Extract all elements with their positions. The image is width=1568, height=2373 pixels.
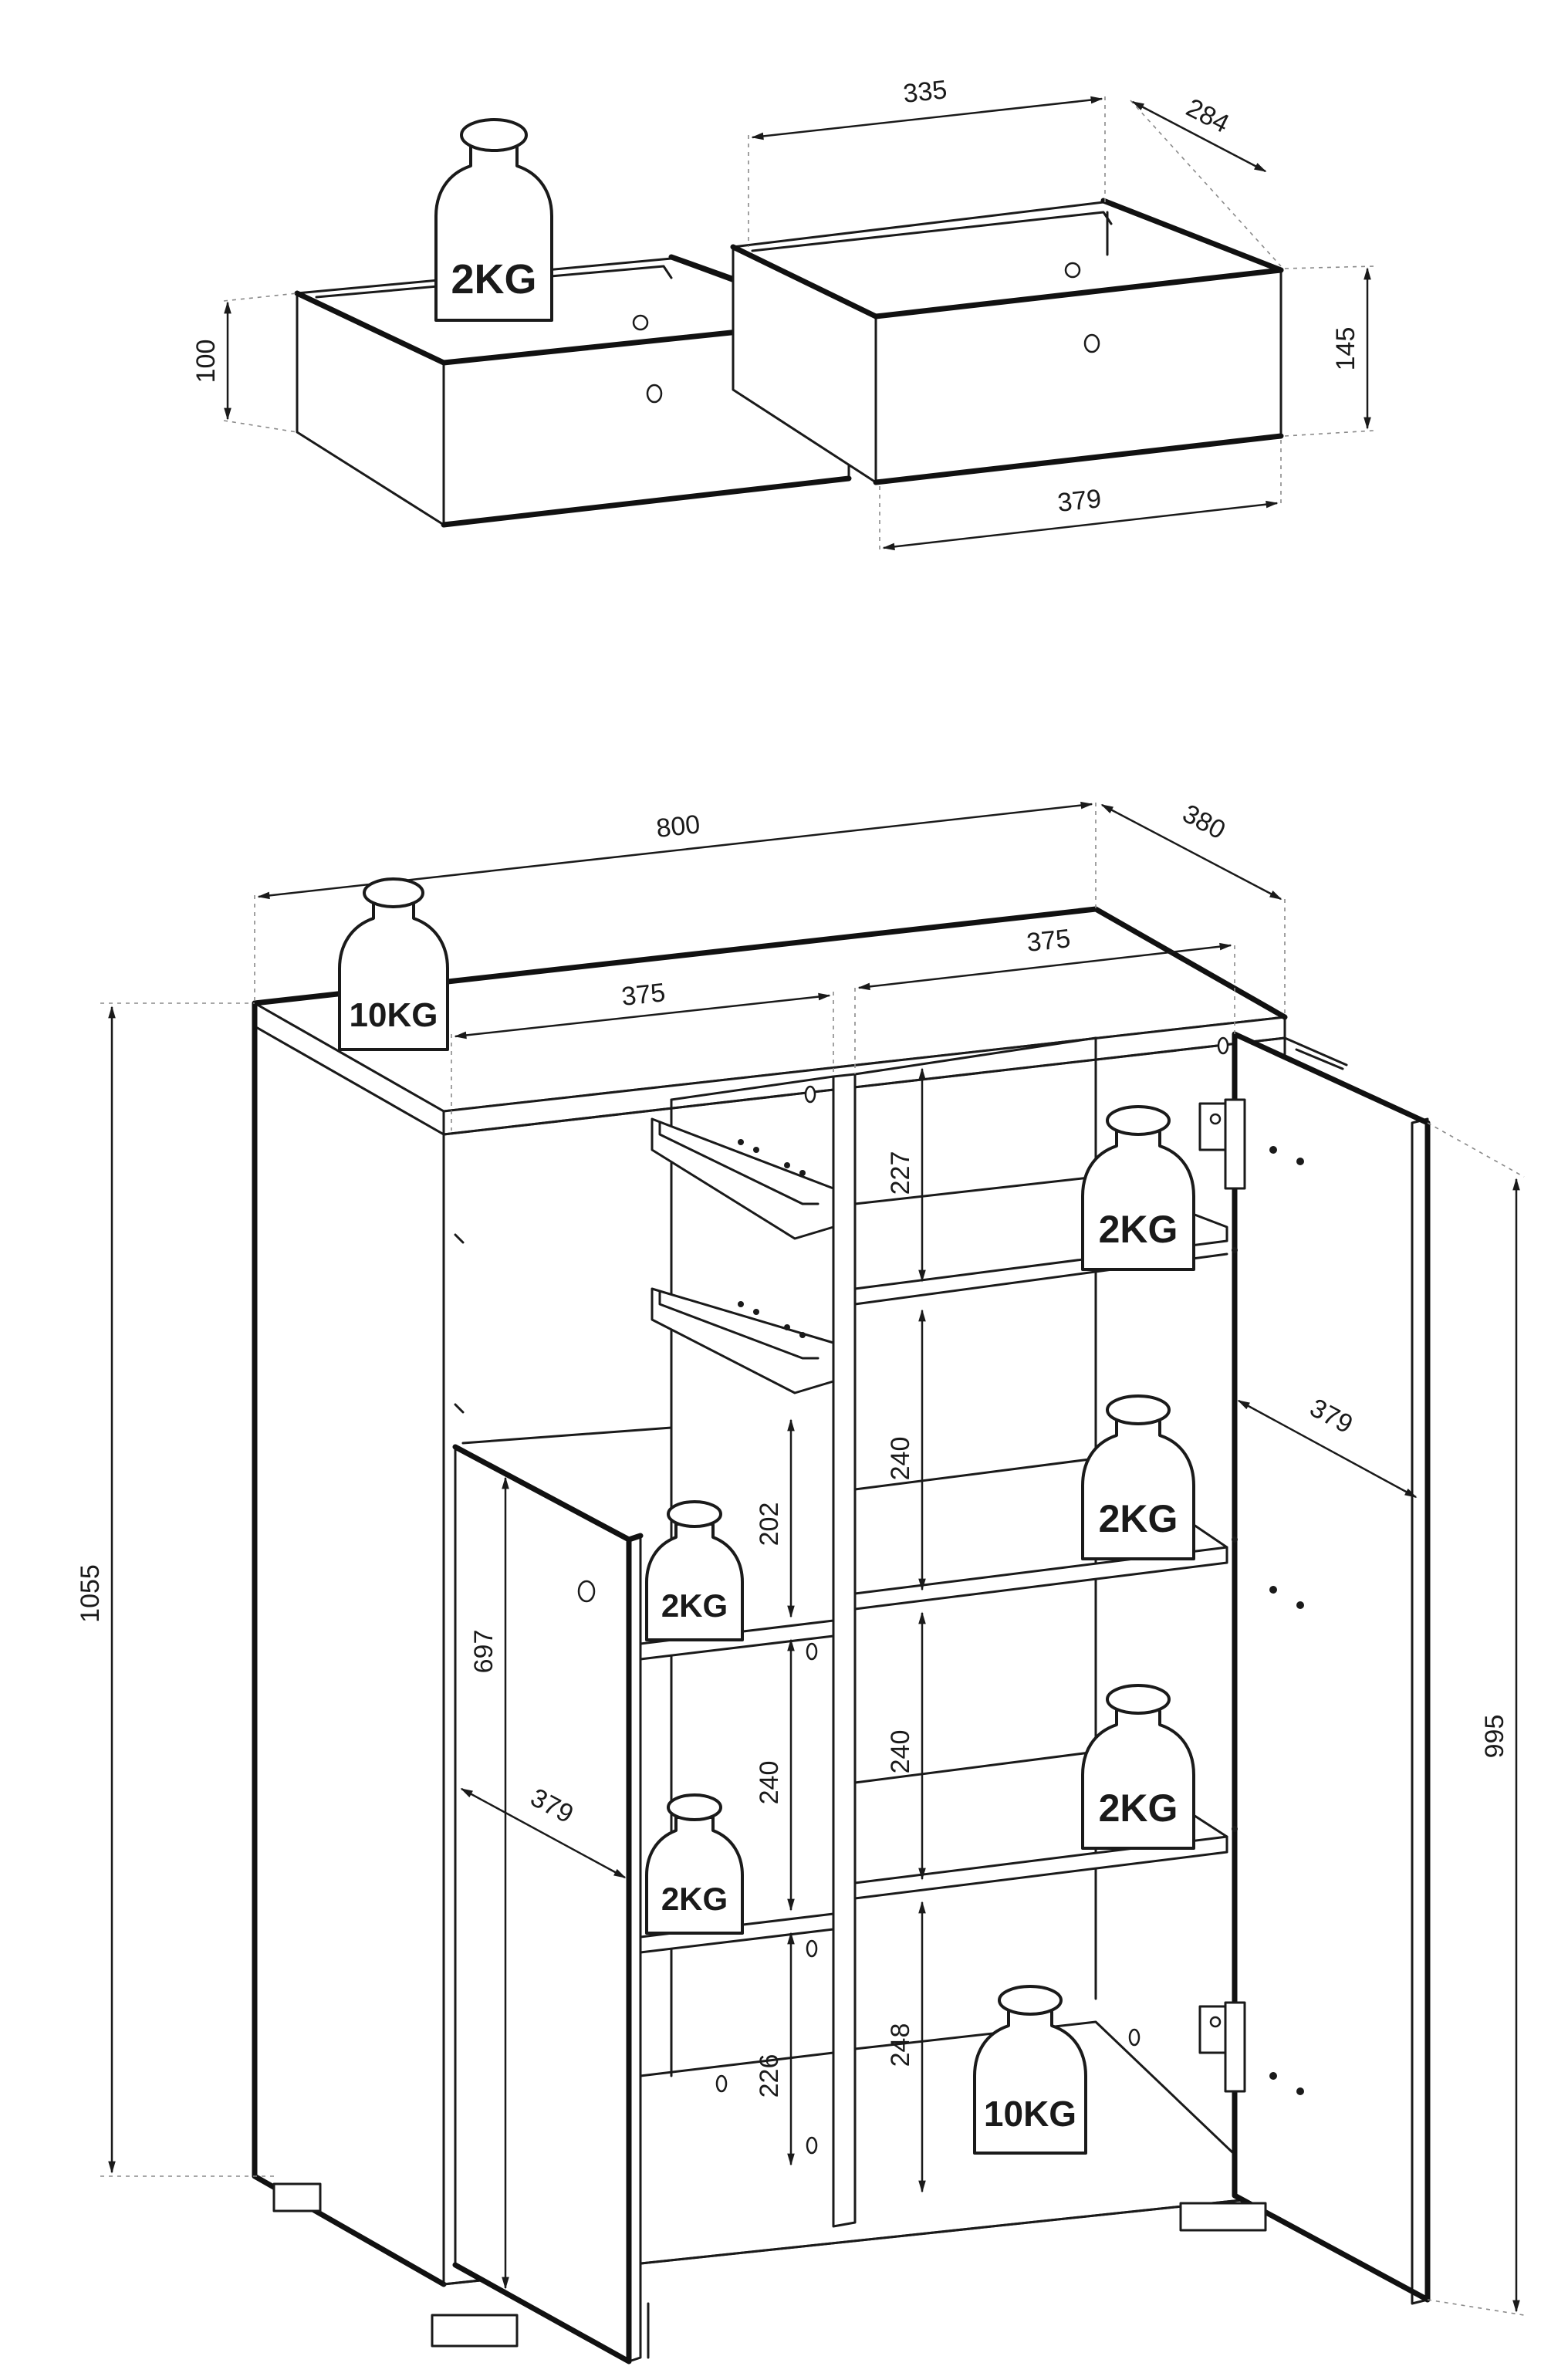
drawers-group: 335 284 100 145 379 2KG	[191, 75, 1374, 552]
drawer-slide-upper	[651, 1117, 835, 1240]
weight-icon: 2KG	[1081, 1105, 1195, 1271]
right-door	[1198, 1031, 1431, 2305]
cabinet-dimensions: 800 380 375 375 1055 995	[76, 799, 1525, 2316]
right-shelf-3-label: 240	[886, 1730, 915, 1774]
top-left-inner-label: 375	[620, 978, 667, 1012]
weight-icon: 2KG	[645, 1793, 744, 1935]
left-door	[452, 1233, 644, 2365]
weight-icon: 2KG	[434, 118, 553, 322]
weight-label: 2KG	[661, 1881, 728, 1917]
drawer-width-top-label: 335	[902, 75, 948, 109]
left-upper-shelf-label: 202	[755, 1503, 784, 1547]
drawer-height-left-label: 100	[191, 340, 221, 384]
hinge-upper	[1198, 1098, 1246, 1190]
right-shelf-4-label: 248	[886, 2023, 915, 2067]
drawer-width-front-label: 379	[1056, 484, 1103, 518]
drawer-right	[730, 198, 1284, 485]
weight-label: 2KG	[1099, 1208, 1178, 1251]
left-low-shelf-label: 226	[755, 2054, 784, 2098]
hinge-lower	[1198, 2001, 1246, 2093]
foot-back-right	[1179, 2202, 1267, 2232]
cabinet-left-side	[253, 1025, 445, 2286]
weight-icon: 2KG	[1081, 1394, 1195, 1560]
foot-back-left	[272, 2182, 322, 2212]
right-shelf-1-label: 227	[886, 1151, 915, 1195]
cabinet-height-label: 1055	[76, 1564, 105, 1623]
right-shelf-2	[853, 1546, 1228, 1611]
cabinet-width-label: 800	[655, 810, 701, 843]
weight-icon: 2KG	[1081, 1684, 1195, 1850]
drawer-height-right-label: 145	[1331, 327, 1360, 371]
left-mid-shelf-label: 240	[755, 1761, 784, 1805]
weight-label: 2KG	[1099, 1497, 1178, 1540]
drawer-slide-lower	[651, 1287, 835, 1394]
weight-label: 2KG	[451, 256, 536, 303]
weight-label: 2KG	[661, 1587, 728, 1624]
foot-front-left	[431, 2314, 519, 2348]
cabinet-depth-label: 380	[1178, 799, 1230, 845]
top-right-inner-label: 375	[1026, 924, 1072, 958]
weight-icon: 2KG	[645, 1500, 744, 1641]
cabinet-group: 800 380 375 375 1055 995	[76, 799, 1525, 2365]
cabinet-center-divider	[832, 1073, 857, 2228]
weight-icon: 10KG	[973, 1985, 1087, 2155]
left-door-height-label: 697	[469, 1630, 498, 1674]
weight-icon: 10KG	[338, 877, 449, 1051]
right-shelf-3	[853, 1835, 1228, 1900]
weight-label: 10KG	[984, 2094, 1076, 2134]
right-door-height-label: 995	[1480, 1715, 1509, 1759]
weight-label: 10KG	[350, 996, 438, 1034]
right-shelf-2-label: 240	[886, 1437, 915, 1481]
weight-label: 2KG	[1099, 1787, 1178, 1830]
